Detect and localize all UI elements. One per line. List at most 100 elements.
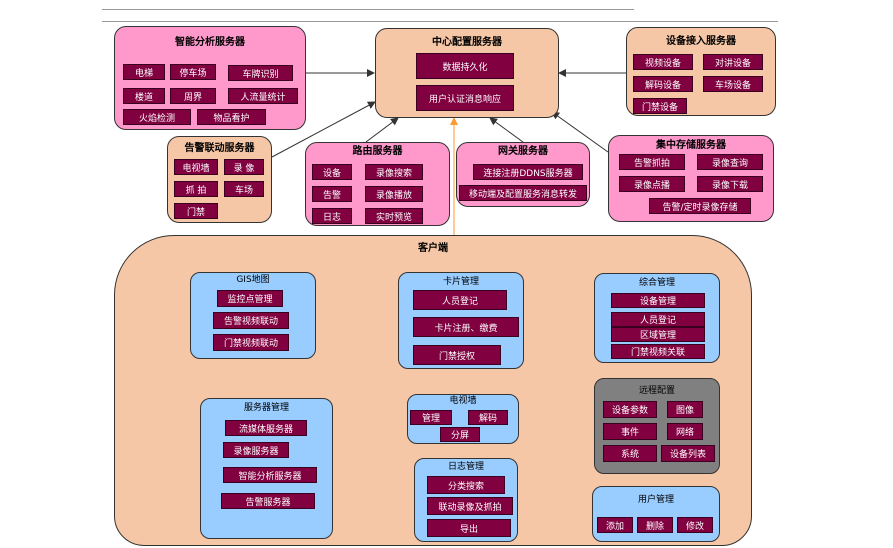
card-management-title: 卡片管理 [442, 277, 479, 287]
alarm-item-snapshot[interactable]: 抓 拍 [174, 181, 218, 197]
storage-item-alarm-snapshot[interactable]: 告警抓拍 [619, 154, 685, 170]
servermgmt-item-alarm-server[interactable]: 告警服务器 [221, 493, 315, 509]
servermgmt-item-analysis-server[interactable]: 智能分析服务器 [223, 467, 317, 483]
log-item-export[interactable]: 导出 [427, 519, 511, 537]
smart-analysis-title: 智能分析服务器 [175, 37, 245, 48]
smart-item-article-guard[interactable]: 物品看护 [197, 109, 266, 125]
storage-item-scheduled-storage[interactable]: 告警/定时录像存储 [649, 198, 751, 214]
smart-analysis-server: 智能分析服务器 电梯 停车场 车牌识别 楼道 周界 人流量统计 火焰检测 物品看… [114, 26, 306, 130]
smart-item-corridor[interactable]: 楼道 [123, 88, 165, 104]
general-item-door-video-relation[interactable]: 门禁视频关联 [611, 344, 705, 359]
routing-title: 路由服务器 [352, 146, 403, 157]
access-item-parking-device[interactable]: 车场设备 [703, 76, 763, 92]
user-item-add[interactable]: 添加 [597, 517, 633, 533]
tvwall-item-decode[interactable]: 解码 [468, 410, 508, 425]
central-storage-server: 集中存储服务器 告警抓拍 录像查询 录像点播 录像下载 告警/定时录像存储 [608, 135, 774, 222]
storage-item-record-vod[interactable]: 录像点播 [619, 176, 685, 192]
access-item-intercom-device[interactable]: 对讲设备 [703, 54, 763, 70]
card-item-person-register[interactable]: 人员登记 [413, 290, 507, 310]
routing-item-record-playback[interactable]: 录像播放 [365, 186, 423, 202]
access-item-decode-device[interactable]: 解码设备 [633, 76, 693, 92]
smart-item-people-count[interactable]: 人流量统计 [228, 88, 298, 104]
smart-item-fire-detection[interactable]: 火焰检测 [123, 109, 191, 125]
remote-item-event[interactable]: 事件 [603, 423, 657, 440]
card-management-panel: 卡片管理 人员登记 卡片注册、缴费 门禁授权 [398, 272, 524, 369]
routing-server: 路由服务器 设备 录像搜索 告警 录像播放 日志 实时预览 [305, 142, 450, 226]
gis-map-title: GIS地图 [236, 275, 270, 285]
device-access-title: 设备接入服务器 [666, 36, 736, 47]
tv-wall-title: 电视墙 [449, 396, 477, 406]
log-management-panel: 日志管理 分类搜索 联动录像及抓拍 导出 [414, 458, 518, 542]
tvwall-item-split-screen[interactable]: 分屏 [440, 427, 480, 442]
arrow-routing-to-center [365, 117, 399, 143]
general-item-person-register[interactable]: 人员登记 [611, 312, 705, 327]
remote-config-title: 远程配置 [638, 386, 675, 396]
center-item-auth-response[interactable]: 用户认证消息响应 [416, 85, 514, 111]
smart-item-parking[interactable]: 停车场 [170, 64, 216, 80]
smart-item-elevator[interactable]: 电梯 [123, 64, 165, 80]
gateway-title: 网关服务器 [498, 146, 548, 157]
device-access-server: 设备接入服务器 视频设备 对讲设备 解码设备 车场设备 门禁设备 [626, 27, 776, 116]
general-management-panel: 综合管理 设备管理 人员登记 区域管理 门禁视频关联 [594, 273, 720, 363]
log-item-category-search[interactable]: 分类搜索 [427, 476, 505, 494]
gis-item-alarm-video-link[interactable]: 告警视频联动 [213, 312, 289, 329]
log-item-linked-record-snapshot[interactable]: 联动录像及抓拍 [427, 497, 513, 515]
alarm-item-recording[interactable]: 录 像 [224, 159, 264, 175]
client-title: 客户端 [418, 243, 448, 254]
arrow-alarm-to-center [271, 101, 376, 158]
gateway-item-ddns-register[interactable]: 连接注册DDNS服务器 [473, 164, 583, 180]
routing-item-live-preview[interactable]: 实时预览 [365, 208, 423, 224]
alarm-item-parking[interactable]: 车场 [224, 181, 264, 197]
routing-item-record-search[interactable]: 录像搜索 [365, 164, 423, 180]
arrow-gateway-to-center [489, 117, 524, 143]
central-storage-title: 集中存储服务器 [656, 140, 726, 151]
remote-item-device-params[interactable]: 设备参数 [603, 401, 657, 418]
servermgmt-item-recording-server[interactable]: 录像服务器 [223, 442, 289, 458]
top-rule-lower [102, 21, 778, 22]
smart-item-plate-recognition[interactable]: 车牌识别 [228, 65, 293, 81]
remote-item-system[interactable]: 系统 [603, 445, 657, 462]
storage-item-record-query[interactable]: 录像查询 [697, 154, 763, 170]
storage-item-record-download[interactable]: 录像下载 [697, 176, 763, 192]
center-config-title: 中心配置服务器 [432, 37, 502, 48]
center-item-persistence[interactable]: 数据持久化 [416, 53, 514, 79]
gateway-server: 网关服务器 连接注册DDNS服务器 移动端及配置服务消息转发 [456, 142, 590, 207]
remote-item-image[interactable]: 图像 [667, 401, 703, 418]
remote-config-panel: 远程配置 设备参数 图像 事件 网络 系统 设备列表 [594, 378, 720, 474]
tvwall-item-manage[interactable]: 管理 [410, 410, 452, 425]
user-management-title: 用户管理 [637, 495, 674, 505]
top-rule-upper [102, 9, 634, 10]
gis-item-door-video-link[interactable]: 门禁视频联动 [213, 334, 289, 351]
gateway-item-message-forward[interactable]: 移动端及配置服务消息转发 [459, 185, 587, 201]
card-item-door-authorize[interactable]: 门禁授权 [413, 345, 501, 365]
general-item-area-management[interactable]: 区域管理 [611, 327, 705, 342]
access-item-video-device[interactable]: 视频设备 [633, 54, 693, 70]
alarm-linkage-server: 告警联动服务器 电视墙 录 像 抓 拍 车场 门禁 [167, 136, 272, 223]
server-management-title: 服务器管理 [243, 403, 289, 413]
alarm-item-door[interactable]: 门禁 [174, 203, 218, 219]
user-item-delete[interactable]: 删除 [637, 517, 673, 533]
log-management-title: 日志管理 [447, 462, 484, 472]
user-item-modify[interactable]: 修改 [677, 517, 713, 533]
routing-item-device[interactable]: 设备 [312, 164, 352, 180]
card-item-card-register-pay[interactable]: 卡片注册、缴费 [413, 317, 519, 337]
gis-map-panel: GIS地图 监控点管理 告警视频联动 门禁视频联动 [190, 272, 316, 359]
server-management-panel: 服务器管理 流媒体服务器 录像服务器 智能分析服务器 告警服务器 [200, 398, 333, 539]
remote-item-network[interactable]: 网络 [667, 423, 703, 440]
servermgmt-item-streaming-server[interactable]: 流媒体服务器 [225, 420, 307, 436]
remote-item-device-list[interactable]: 设备列表 [661, 445, 715, 462]
smart-item-perimeter[interactable]: 周界 [170, 88, 216, 104]
routing-item-alarm[interactable]: 告警 [312, 186, 352, 202]
arrow-storage-to-center [551, 111, 609, 153]
general-management-title: 综合管理 [638, 278, 675, 288]
access-item-door-device[interactable]: 门禁设备 [633, 98, 687, 114]
alarm-item-tv-wall[interactable]: 电视墙 [174, 159, 218, 175]
center-config-server: 中心配置服务器 数据持久化 用户认证消息响应 [375, 28, 559, 118]
routing-item-log[interactable]: 日志 [312, 208, 352, 224]
alarm-linkage-title: 告警联动服务器 [184, 143, 255, 154]
gis-item-monitor-point[interactable]: 监控点管理 [217, 290, 283, 307]
user-management-panel: 用户管理 添加 删除 修改 [592, 486, 720, 542]
tv-wall-panel: 电视墙 管理 解码 分屏 [407, 394, 519, 444]
general-item-device-management[interactable]: 设备管理 [611, 293, 705, 308]
